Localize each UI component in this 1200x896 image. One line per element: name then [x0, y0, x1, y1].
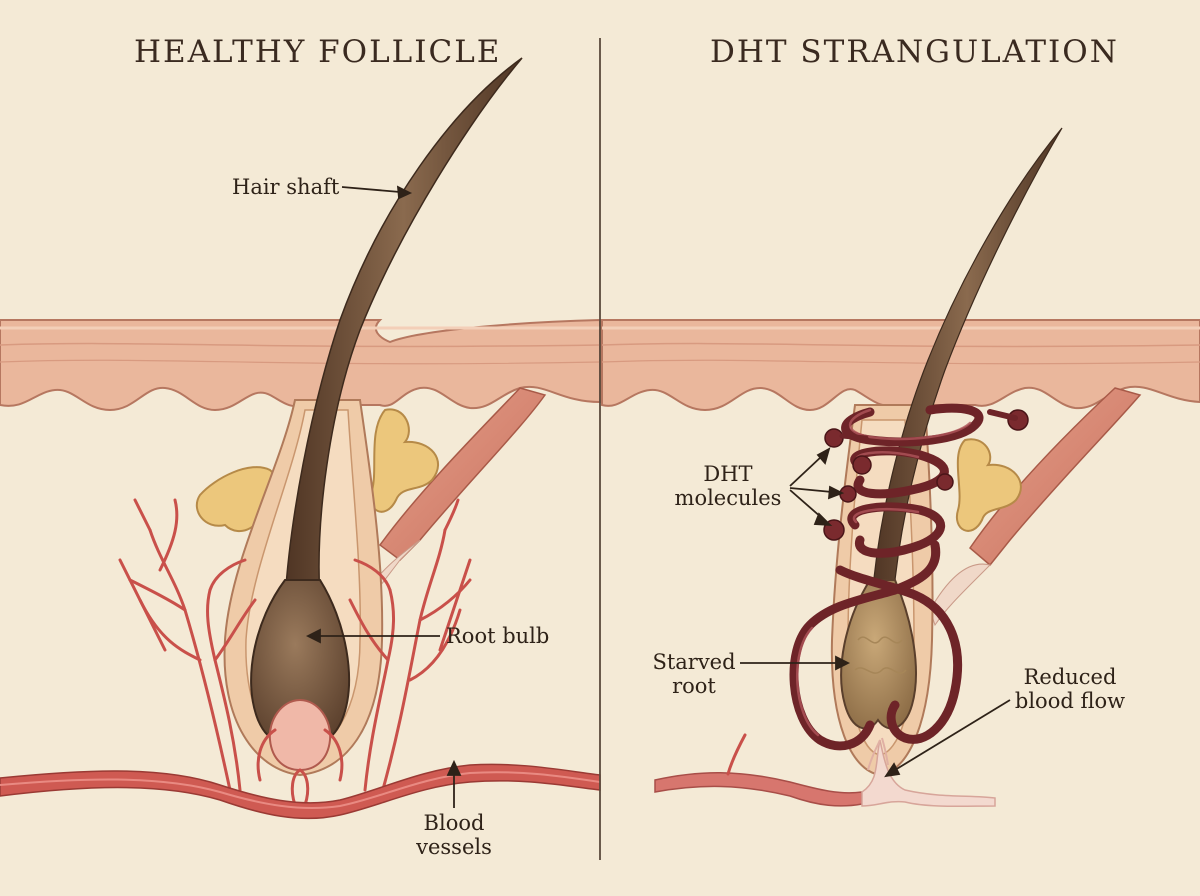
- label-root-bulb: Root bulb: [446, 624, 550, 648]
- dermal-papilla-left: [268, 698, 332, 772]
- label-reduced-blood-flow-line1: Reduced: [1023, 665, 1117, 689]
- arrector-muscle-left: [378, 387, 547, 561]
- skin-surface-left: [0, 318, 601, 412]
- panel-title-dht-strangulation: DHT STRANGULATION: [710, 34, 1119, 70]
- label-dht-molecules: DHT molecules: [668, 462, 788, 510]
- label-blood-vessels-line1: Blood: [423, 811, 485, 835]
- label-blood-vessels-line2: vessels: [416, 835, 492, 859]
- arrector-muscle-right: [968, 387, 1142, 567]
- label-starved-root-line1: Starved: [652, 650, 736, 674]
- panel-title-healthy-follicle: HEALTHY FOLLICLE: [134, 34, 502, 70]
- label-starved-root: Starved root: [646, 650, 742, 698]
- label-dht-molecules-line1: DHT: [703, 462, 753, 486]
- leader-lines-left: [305, 185, 462, 808]
- starved-root-bulb: [840, 579, 917, 730]
- label-reduced-blood-flow: Reduced blood flow: [1008, 665, 1132, 713]
- capillary-network-left: [118, 498, 472, 807]
- right-panel-art: [601, 127, 1200, 808]
- dht-constriction-band: [789, 403, 984, 751]
- sebaceous-gland-left-b: [369, 408, 439, 513]
- label-reduced-blood-flow-line2: blood flow: [1014, 689, 1126, 713]
- left-panel-art: [0, 57, 601, 820]
- label-starved-root-line2: root: [672, 674, 716, 698]
- label-hair-shaft: Hair shaft: [232, 175, 340, 199]
- sebaceous-gland-right: [955, 438, 1022, 532]
- leader-lines-right: [740, 447, 1011, 778]
- label-dht-molecules-line2: molecules: [674, 486, 782, 510]
- label-blood-vessels: Blood vessels: [412, 811, 496, 859]
